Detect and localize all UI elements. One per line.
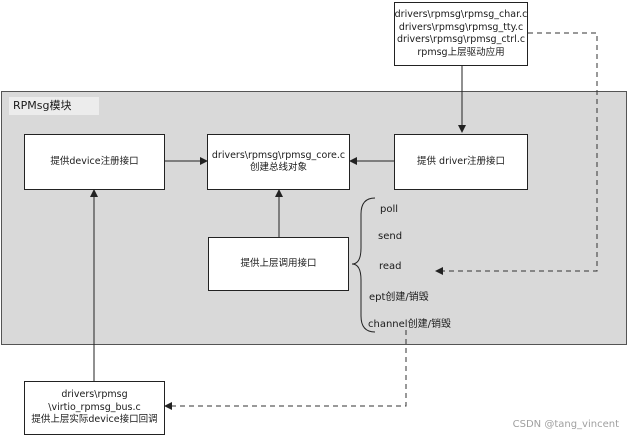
watermark: CSDN @tang_vincent — [512, 419, 619, 430]
upper-driver-line-2: drivers\rpmsg\rpmsg_tty.c — [398, 21, 524, 33]
upper-driver-line-1: drivers\rpmsg\rpmsg_char.c — [394, 9, 528, 20]
virtio-bus-line-3: 提供上层实际device接口回调 — [31, 414, 158, 426]
upper-api-box: 提供上层调用接口 — [208, 237, 349, 291]
upper-api-label: 提供上层调用接口 — [240, 257, 317, 269]
core-line-2: 创建总线对象 — [249, 162, 307, 173]
virtio-bus-box: drivers\rpmsg \virtio_rpmsg_bus.c 提供上层实际… — [24, 381, 165, 435]
api-item-channel: channel创建/销毁 — [368, 319, 451, 330]
device-register-label: 提供device注册接口 — [50, 155, 139, 167]
device-register-box: 提供device注册接口 — [24, 134, 165, 190]
dashed-channel-to-virtio-bus — [164, 330, 407, 410]
api-item-send: send — [378, 231, 403, 242]
core-box: drivers\rpmsg\rpmsg_core.c 创建总线对象 — [207, 134, 350, 190]
rpmsg-module-container — [1, 91, 627, 345]
upper-driver-box: drivers\rpmsg\rpmsg_char.c drivers\rpmsg… — [394, 2, 528, 66]
upper-driver-line-3: drivers\rpmsg\rpmsg_ctrl.c — [396, 34, 526, 45]
upper-driver-line-4: rpmsg上层驱动应用 — [417, 46, 505, 58]
api-item-ept: ept创建/销毁 — [369, 292, 429, 303]
module-title: RPMsg模块 — [9, 97, 99, 115]
driver-register-box: 提供 driver注册接口 — [394, 134, 528, 190]
virtio-bus-line-1: drivers\rpmsg — [61, 389, 128, 401]
dashed-upper-driver-to-read — [435, 32, 598, 275]
virtio-bus-line-2: \virtio_rpmsg_bus.c — [48, 401, 141, 413]
api-item-poll: poll — [380, 204, 399, 215]
core-line-1: drivers\rpmsg\rpmsg_core.c — [211, 149, 346, 161]
api-brace — [351, 197, 376, 333]
driver-register-label: 提供 driver注册接口 — [417, 155, 505, 167]
api-item-read: read — [379, 261, 402, 272]
